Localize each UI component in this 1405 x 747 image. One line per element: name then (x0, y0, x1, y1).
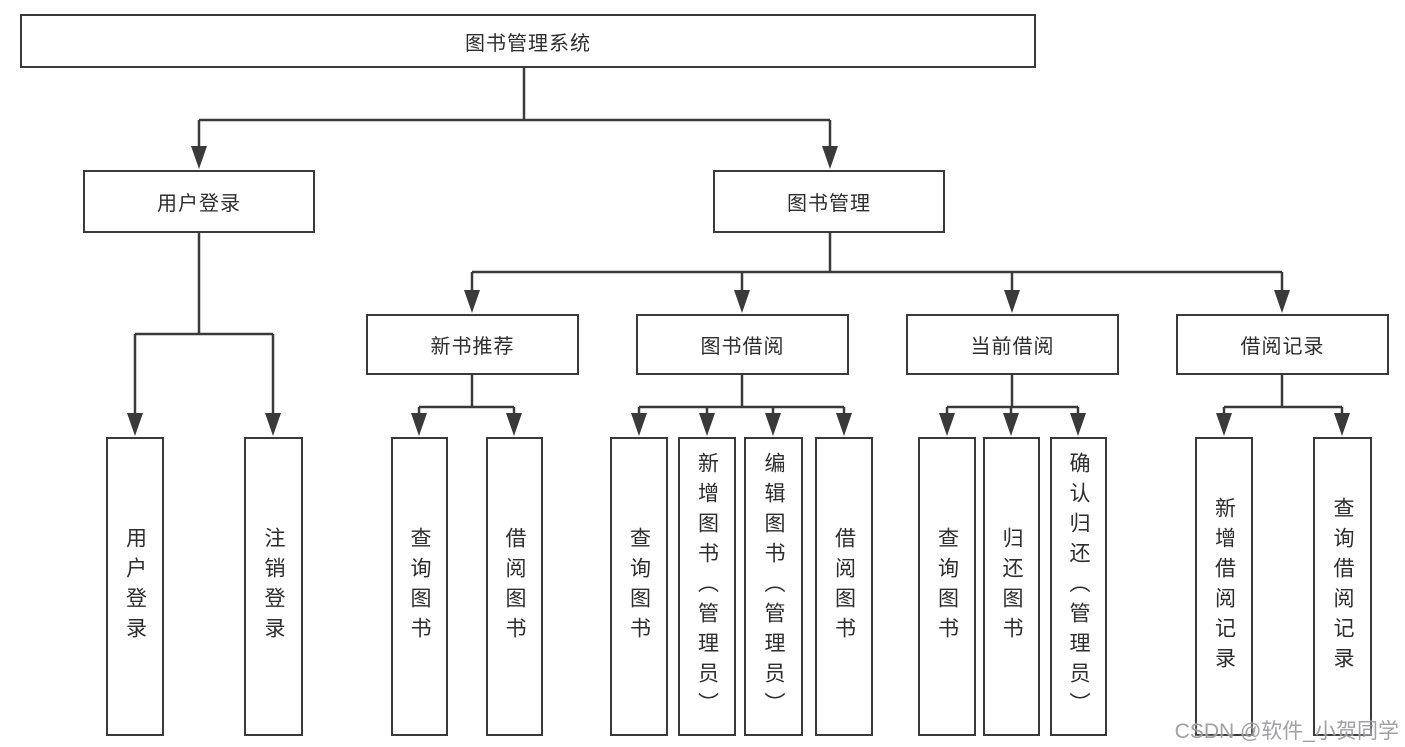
leaf-query-books-current: 查询图书 (918, 437, 976, 736)
arrowheads-book-borrowing-to-leaves (631, 413, 852, 436)
arrowheads-new-books-to-leaves (411, 413, 522, 436)
connector-root-to-level2 (197, 68, 832, 150)
leaf-add-book-admin: 新增图书（管理员） (678, 437, 736, 736)
leaf-query-books-recommend: 查询图书 (391, 437, 448, 736)
node-book-management: 图书管理 (713, 170, 945, 233)
node-user-login: 用户登录 (83, 170, 315, 233)
csdn-watermark: CSDN @软件_小贺同学 (1174, 720, 1399, 743)
leaf-borrow-books: 借阅图书 (815, 437, 873, 736)
leaf-query-borrow-record: 查询借阅记录 (1313, 437, 1372, 736)
connector-user-login-to-leaves (133, 233, 275, 416)
node-new-book-recommendation: 新书推荐 (366, 314, 579, 375)
arrowheads-borrowing-records-to-leaves (1216, 413, 1350, 436)
connector-current-borrowing-to-leaves (945, 375, 1080, 416)
node-library-management-system: 图书管理系统 (20, 14, 1036, 68)
connector-book-borrowing-to-leaves (637, 375, 846, 416)
arrowheads-user-login-to-leaves (127, 413, 281, 436)
leaf-user-login: 用户登录 (106, 437, 164, 736)
leaf-confirm-return-admin: 确认归还（管理员） (1050, 437, 1107, 736)
node-current-borrowing: 当前借阅 (906, 314, 1119, 375)
arrowheads-root-to-level2 (191, 146, 838, 169)
leaf-logout: 注销登录 (244, 437, 303, 736)
leaf-edit-book-admin: 编辑图书（管理员） (744, 437, 803, 736)
leaf-add-borrow-record: 新增借阅记录 (1195, 437, 1253, 736)
connector-borrowing-records-to-leaves (1222, 375, 1344, 416)
leaf-borrow-books-recommend: 借阅图书 (486, 437, 543, 736)
arrowheads-book-management-to-level3 (464, 290, 1290, 313)
leaf-query-books-borrow: 查询图书 (610, 437, 668, 736)
connector-book-management-to-level3 (470, 233, 1284, 293)
leaf-return-books: 归还图书 (983, 437, 1040, 736)
node-borrowing-records: 借阅记录 (1176, 314, 1389, 375)
arrowheads-current-borrowing-to-leaves (939, 413, 1086, 436)
connector-new-books-to-leaves (417, 375, 516, 416)
node-book-borrowing: 图书借阅 (636, 314, 849, 375)
